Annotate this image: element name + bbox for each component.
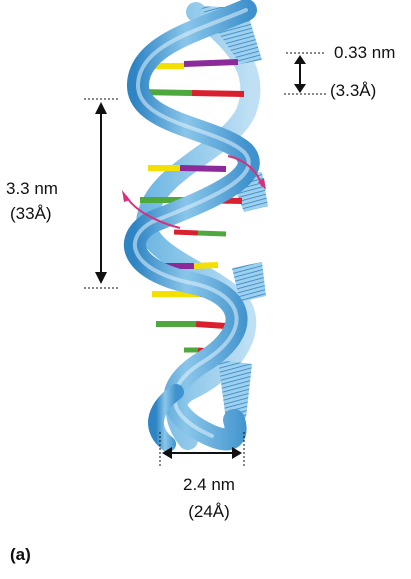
panel-label: (a) — [10, 545, 31, 565]
base-pair — [148, 168, 226, 169]
helix-diameter-nm-label: 2.4 nm — [164, 474, 254, 496]
dimension-helix-pitch — [84, 99, 120, 288]
base-pair — [156, 324, 226, 326]
base-pair-rise-nm-label: 0.33 nm — [334, 42, 395, 64]
helix-pitch-nm-label: 3.3 nm — [6, 178, 58, 200]
dimension-base-pair-rise — [284, 53, 326, 94]
base-pair — [138, 92, 244, 94]
base-pair — [164, 265, 218, 266]
base-pair — [174, 232, 226, 234]
helix-diameter-angstrom-label: (24Å) — [164, 501, 254, 523]
helix-pitch-angstrom-label: (33Å) — [10, 203, 52, 225]
base-pair-rise-angstrom-label: (3.3Å) — [330, 80, 376, 102]
